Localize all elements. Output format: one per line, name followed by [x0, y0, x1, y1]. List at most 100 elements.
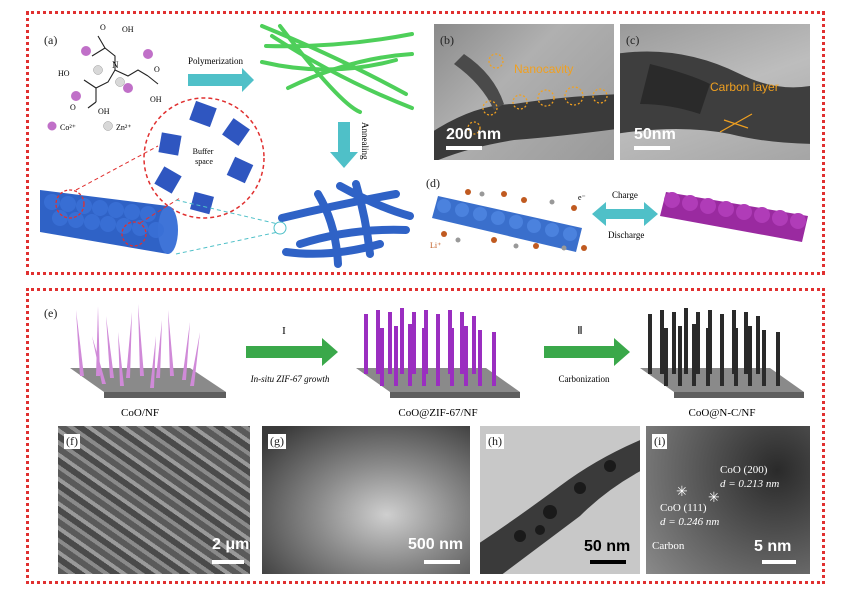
panel-g-sem-image: [262, 426, 470, 574]
li-ions: [441, 189, 587, 251]
blue-fiber-network: [278, 180, 414, 268]
caption-coo-zif: CoO@ZIF-67/NF: [398, 407, 477, 419]
panel-i-scale-bar: [762, 560, 796, 564]
panel-e-label: (e): [44, 306, 58, 320]
d200-label: d = 0.213 nm: [720, 478, 780, 490]
zoom-line-cyan: [175, 199, 279, 225]
caption-coo-nf: CoO/NF: [121, 407, 159, 419]
panel-c-scale-text: 50nm: [634, 126, 676, 143]
carbon-layer-marker: [719, 113, 753, 133]
co-ion: [81, 46, 91, 56]
nanocavity-marker: [592, 88, 608, 104]
panel-g-label: (g): [268, 434, 286, 449]
zif-particles: [154, 100, 254, 215]
zn-ion: [115, 77, 125, 87]
zoom-line: [75, 145, 159, 191]
co-ion: [123, 83, 133, 93]
coo200-label: CoO (200): [720, 464, 768, 476]
zn-legend: Zn²⁺: [116, 123, 132, 132]
charge-discharge-arrow: [592, 202, 658, 226]
panel-h-scale-text: 50 nm: [584, 538, 631, 555]
panel-h-scale-bar: [590, 560, 626, 564]
blue-cylinder: [40, 190, 178, 254]
panel-a-diagram: O OH N HO O OH O OH Co²⁺ Zn²⁺ Polymeriza…: [40, 23, 414, 268]
discharged-fiber: [660, 192, 808, 242]
annealing-arrow: [330, 122, 358, 168]
nanocavity-label: Nanocavity: [514, 62, 574, 76]
panel-f-label: (f): [64, 434, 80, 449]
panel-b-label: (b): [440, 33, 454, 47]
tem-b-texture: [434, 53, 614, 160]
top-figure-frame: [26, 11, 825, 275]
panel-g-scale-text: 500 nm: [408, 536, 464, 553]
zoom-line: [139, 197, 181, 224]
coo111-label: CoO (111): [660, 502, 707, 514]
mol-oh1: OH: [122, 25, 134, 34]
buffer-space-label: Buffer space: [193, 147, 216, 166]
co-ion: [143, 49, 153, 59]
lattice-marker-icon: ✳: [676, 485, 688, 500]
zoom-circle-small: [273, 221, 287, 235]
mol-oh2: OH: [150, 95, 162, 104]
panel-e-diagram: I In-situ ZIF-67 growth Ⅱ Carbonization …: [70, 304, 804, 419]
step1-label: I: [282, 325, 286, 337]
nf-substrate-1: [70, 368, 226, 392]
annealing-label: Annealing: [360, 122, 370, 160]
li-label: Li⁺: [430, 241, 441, 250]
lattice-marker-icon: ✳: [708, 491, 720, 506]
nanocavity-marker: [488, 53, 504, 69]
mol-o1: O: [100, 23, 106, 32]
zoom-circle: [55, 189, 85, 219]
carbon-layer-marker: [723, 119, 749, 129]
panel-b-tem-image: [434, 24, 614, 160]
panel-f-scale-text: 2 μm: [212, 536, 250, 553]
panel-c-tem-image: [620, 24, 810, 160]
mol-o3: O: [154, 65, 160, 74]
electrons: [455, 191, 567, 251]
bottom-figure-frame: [26, 288, 825, 584]
charged-fiber: [432, 196, 582, 252]
nta-molecule: [83, 35, 159, 109]
zoom-circle: [121, 221, 147, 247]
panel-i-label: (i): [652, 434, 668, 449]
step2-arrow: [544, 338, 630, 366]
discharge-label: Discharge: [608, 230, 644, 240]
step1-arrow: [246, 338, 338, 366]
nanocavity-marker: [512, 94, 528, 110]
nanocavity-marker: [537, 89, 555, 107]
panel-d-label: (d): [426, 176, 440, 190]
mol-n: N: [112, 60, 119, 70]
buffer-line: Buffer: [193, 147, 214, 156]
mol-o2: O: [70, 103, 76, 112]
zn-legend-dot: [103, 121, 113, 131]
mol-oh3: OH: [98, 107, 110, 116]
carbon-label: Carbon: [652, 540, 685, 552]
step2-text: Carbonization: [559, 374, 610, 384]
nanocavity-marker: [564, 86, 584, 106]
nanocavity-marker: [482, 100, 498, 116]
buffer-line: space: [195, 157, 213, 166]
co-legend: Co²⁺: [60, 123, 76, 132]
carbon-layer-label: Carbon layer: [710, 80, 779, 94]
panel-c-label: (c): [626, 33, 640, 47]
tem-h-texture: [480, 440, 640, 574]
polymerization-label: Polymerization: [188, 56, 243, 66]
caption-coo-nc: CoO@N-C/NF: [689, 407, 756, 419]
panel-d-diagram: Li⁺ e⁻ Charge Discharge: [430, 189, 808, 252]
step1-text: In-situ ZIF-67 growth: [250, 374, 330, 384]
polymerization-arrow: [188, 68, 254, 92]
panel-f-scale-bar: [212, 560, 244, 564]
nanocavity-marker: [467, 121, 481, 135]
panel-h-tem-image: [480, 426, 640, 574]
green-fibers: [260, 24, 414, 114]
panel-g-scale-bar: [424, 560, 460, 564]
panel-c-scale-bar: [634, 146, 670, 150]
carbonized-rods: [648, 308, 780, 386]
co-ion: [71, 91, 81, 101]
panel-f-sem-image: [58, 426, 250, 574]
panel-b-scale-bar: [446, 146, 482, 150]
panel-i-scale-text: 5 nm: [754, 538, 792, 555]
mol-ho: HO: [58, 69, 70, 78]
step2-label: Ⅱ: [577, 325, 582, 337]
panel-b-scale-text: 200 nm: [446, 126, 502, 143]
